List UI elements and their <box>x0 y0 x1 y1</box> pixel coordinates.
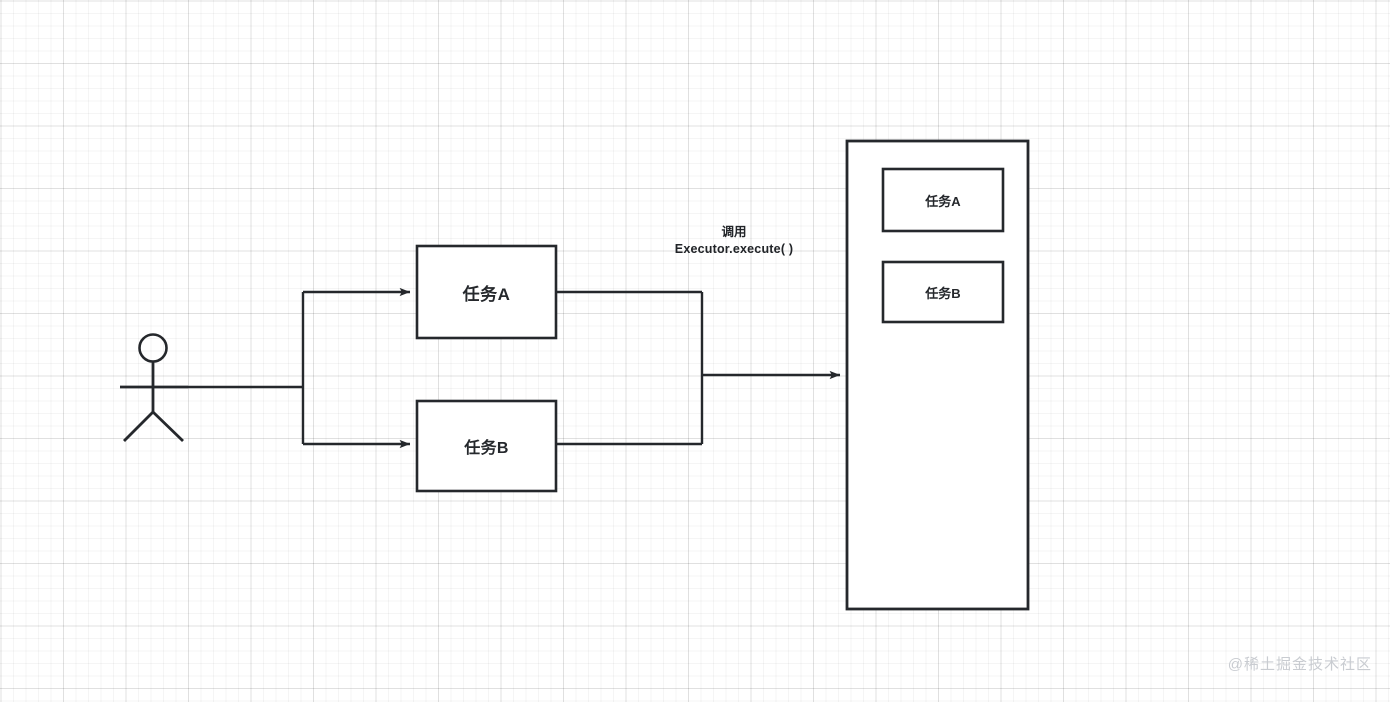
task-b-box[interactable] <box>415 399 558 493</box>
actor-leg-left <box>123 411 154 442</box>
actor-head-icon <box>138 333 168 363</box>
task-a-box[interactable] <box>415 244 558 340</box>
executor-task-a-box[interactable] <box>881 167 1005 233</box>
actor-leg-right <box>152 410 184 443</box>
executor-task-b-box[interactable] <box>881 260 1005 324</box>
user-actor <box>120 333 188 443</box>
